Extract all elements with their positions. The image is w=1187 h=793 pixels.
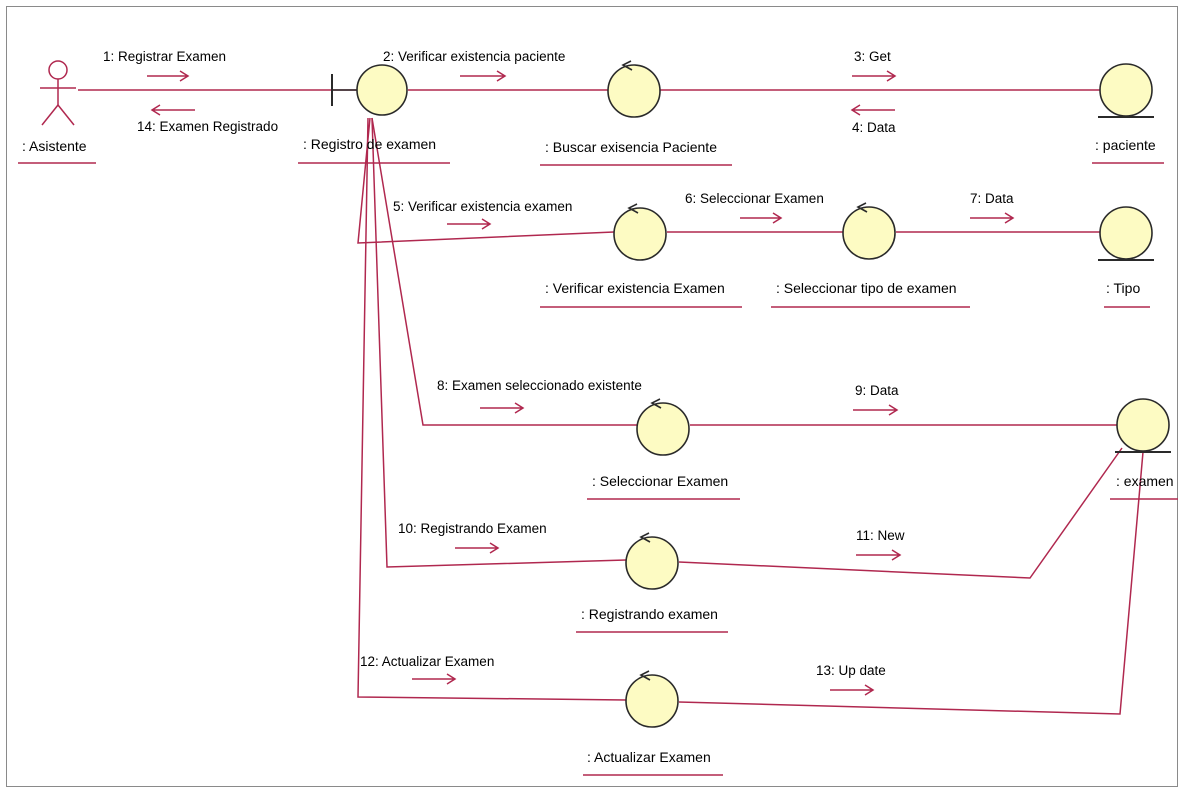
control-actualizar (625, 670, 679, 728)
arrow-m1 (147, 70, 190, 82)
message-11: 11: New (856, 528, 905, 543)
label-seleccionar-examen: : Seleccionar Examen (592, 473, 728, 489)
message-8: 8: Examen seleccionado existente (437, 378, 642, 393)
entity-examen (1115, 398, 1171, 453)
link-registro-seleccionar-examen (371, 117, 637, 426)
entity-paciente (1098, 63, 1154, 118)
label-asistente: : Asistente (22, 138, 87, 154)
arrow-m12 (412, 673, 457, 685)
object-labels: : Asistente : Registro de examen : Busca… (18, 136, 1178, 776)
actor-asistente (40, 60, 76, 126)
link-registro-registrando (371, 117, 627, 568)
diagram-frame (6, 6, 1178, 787)
label-verificar: : Verificar existencia Examen (545, 280, 725, 296)
label-registro: : Registro de examen (303, 136, 436, 152)
label-tipo: : Tipo (1106, 280, 1140, 296)
control-buscar (607, 60, 661, 118)
actor-leg-right (57, 104, 75, 126)
label-registrando: : Registrando examen (581, 606, 718, 622)
message-labels: 1: Registrar Examen 14: Examen Registrad… (103, 49, 1014, 678)
message-arrows (147, 70, 1015, 696)
link-actualizar-examen (678, 451, 1144, 715)
control-seleccionar-tipo (842, 202, 896, 260)
links (78, 89, 1144, 715)
message-2: 2: Verificar existencia paciente (383, 49, 565, 64)
message-6: 6: Seleccionar Examen (685, 191, 824, 206)
message-5: 5: Verificar existencia examen (393, 199, 572, 214)
link-registrando-examen (678, 447, 1123, 579)
arrow-m14 (150, 104, 195, 116)
arrow-m4 (850, 104, 895, 116)
link-registro-verificar (357, 117, 615, 244)
control-registrando (625, 532, 679, 590)
message-14: 14: Examen Registrado (137, 119, 278, 134)
message-1: 1: Registrar Examen (103, 49, 226, 64)
arrow-m13 (830, 684, 875, 696)
arrow-m2 (460, 70, 507, 82)
actor-head (48, 60, 68, 80)
label-paciente: : paciente (1095, 137, 1156, 153)
entity-tipo (1098, 206, 1154, 261)
link-registro-actualizar (357, 117, 627, 701)
arrow-m8 (480, 402, 525, 414)
label-buscar: : Buscar exisencia Paciente (545, 139, 717, 155)
message-7: 7: Data (970, 191, 1014, 206)
control-seleccionar-examen (636, 398, 690, 456)
control-verificar (613, 203, 667, 261)
arrow-m10 (455, 542, 500, 554)
actor-leg-left (41, 104, 59, 126)
arrow-m7 (970, 212, 1015, 224)
label-actualizar: : Actualizar Examen (587, 749, 711, 765)
message-12: 12: Actualizar Examen (360, 654, 494, 669)
arrow-m3 (852, 70, 897, 82)
boundary-registro (331, 64, 408, 116)
arrow-m9 (853, 404, 899, 416)
arrow-m6 (740, 212, 783, 224)
message-3: 3: Get (854, 49, 891, 64)
message-10: 10: Registrando Examen (398, 521, 547, 536)
message-4: 4: Data (852, 120, 896, 135)
message-9: 9: Data (855, 383, 899, 398)
arrow-m5 (447, 218, 492, 230)
message-13: 13: Up date (816, 663, 886, 678)
label-seleccionar-tipo: : Seleccionar tipo de examen (776, 280, 957, 296)
label-examen: : examen (1116, 473, 1174, 489)
arrow-m11 (856, 549, 902, 561)
